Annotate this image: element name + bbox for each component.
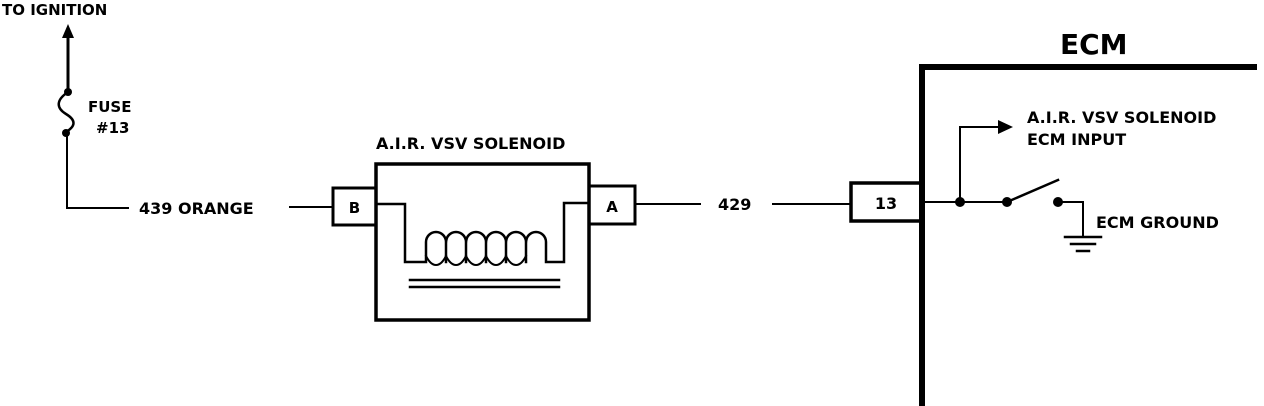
- solenoid-coil-icon: [374, 201, 591, 264]
- solenoid-body: [374, 162, 591, 322]
- ecm-input-label-line2: ECM INPUT: [1027, 130, 1126, 149]
- ecm-terminal-13-label: 13: [875, 194, 897, 213]
- ecm-ground-label: ECM GROUND: [1096, 213, 1219, 232]
- terminal-b-label: B: [349, 199, 360, 217]
- ecm-title: ECM: [1060, 28, 1128, 61]
- fuse-symbol-icon: [57, 90, 75, 134]
- ignition-arrow-icon: [62, 24, 74, 38]
- ecm-boundary: [919, 64, 1257, 406]
- ecm-input-label-line1: A.I.R. VSV SOLENOID: [1027, 108, 1216, 127]
- wire-429-label: 429: [718, 195, 751, 214]
- solenoid-title: A.I.R. VSV SOLENOID: [376, 134, 565, 153]
- coil-loop-bottoms: [424, 254, 528, 266]
- to-ignition-label: TO IGNITION: [2, 1, 107, 19]
- wire-439-label: 439 ORANGE: [139, 199, 254, 218]
- terminal-a-label: A: [606, 198, 618, 216]
- ground-symbol-icon: [1063, 235, 1103, 253]
- fuse-number-label: #13: [96, 119, 129, 137]
- ecm-input-arrow-icon: [998, 120, 1013, 134]
- fuse-label: FUSE: [88, 98, 131, 116]
- switch-blade: [1005, 178, 1060, 204]
- terminal-b-box: [331, 186, 378, 227]
